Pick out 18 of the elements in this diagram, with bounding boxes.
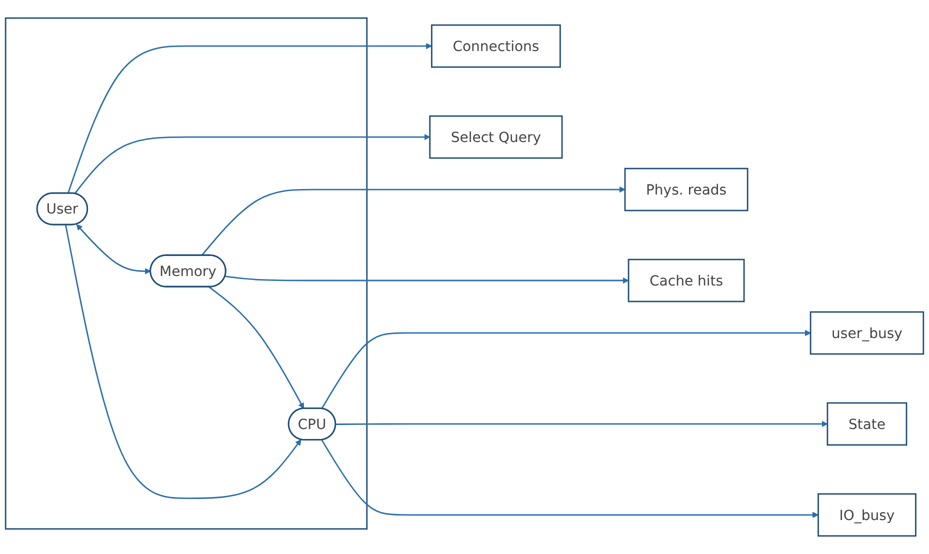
arrow [336, 420, 828, 428]
arrow [201, 186, 626, 256]
node-box: Select Query [429, 115, 563, 159]
node-box: Cache hits [628, 258, 745, 302]
node-box: Phys. reads [624, 168, 748, 212]
arrow [76, 224, 151, 274]
arrow [74, 134, 430, 194]
arrow [225, 276, 629, 284]
arrow [321, 440, 819, 518]
arrow [321, 330, 811, 410]
node-box: IO_busy [818, 493, 916, 537]
node-box: user_busy [810, 311, 924, 355]
node-box: State [826, 402, 908, 446]
arrow [208, 286, 304, 409]
arrow [64, 224, 302, 499]
node-box: Connections [431, 24, 561, 68]
arrow [67, 43, 432, 194]
cluster [4, 17, 368, 530]
